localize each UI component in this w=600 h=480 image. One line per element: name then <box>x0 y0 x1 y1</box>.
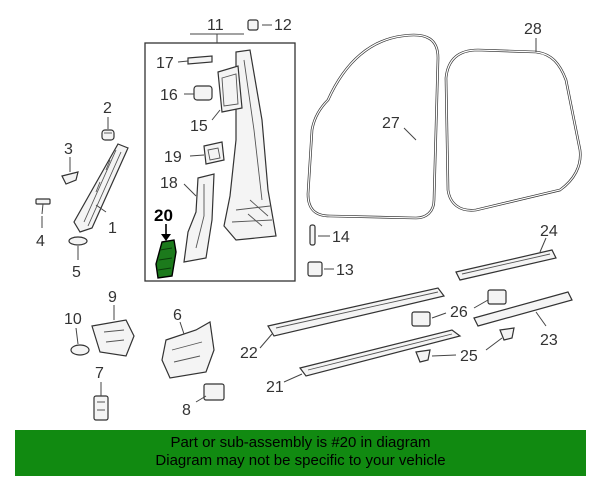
part-27-front-seal <box>306 33 440 220</box>
leader-17 <box>177 60 189 63</box>
leader-25 <box>431 354 457 357</box>
part-12-clip <box>247 19 259 31</box>
leader-23 <box>535 311 547 327</box>
part-23-rear-sill <box>473 291 573 327</box>
callout-9: 9 <box>108 289 117 306</box>
part-9-hinge-cover <box>91 319 135 357</box>
callout-28: 28 <box>524 21 542 38</box>
part-20-highlighted <box>155 239 177 279</box>
part-6-panel <box>161 321 215 379</box>
callout-8: 8 <box>182 402 191 419</box>
callout-3: 3 <box>64 141 73 158</box>
part-15-upper-trim <box>217 65 243 113</box>
callout-17: 17 <box>156 55 174 72</box>
part-8-clip <box>203 383 225 401</box>
callout-7: 7 <box>95 365 104 382</box>
callout-26: 26 <box>450 304 468 321</box>
part-19-cover <box>203 141 225 165</box>
part-3-clip <box>61 171 79 185</box>
leader-19 <box>189 154 205 157</box>
part-10-plug <box>70 344 90 356</box>
callout-24: 24 <box>540 223 558 240</box>
callout-18: 18 <box>160 175 178 192</box>
part-24-rear-sill-trim <box>455 249 557 281</box>
leader-1 <box>95 204 107 213</box>
sub-assembly-box <box>144 42 296 282</box>
banner-line-1: Part or sub-assembly is #20 in diagram <box>170 434 431 451</box>
banner-line-2: Diagram may not be specific to your vehi… <box>155 452 446 469</box>
leader-8 <box>195 395 207 403</box>
callout-23: 23 <box>540 332 558 349</box>
callout-2: 2 <box>103 100 112 117</box>
part-22-sill-trim <box>267 287 446 337</box>
leader-6 <box>179 321 185 335</box>
leader-27 <box>403 127 417 141</box>
part-13-clip <box>307 261 323 277</box>
leader-15 <box>211 109 221 121</box>
callout-21: 21 <box>266 379 284 396</box>
callout-13: 13 <box>336 262 354 279</box>
callout-22: 22 <box>240 345 258 362</box>
leader-21 <box>283 373 303 383</box>
leader-24 <box>539 237 547 253</box>
arrow-head-20 <box>161 234 171 241</box>
part-16-clip <box>193 85 213 101</box>
part-7-bracket <box>93 395 109 421</box>
part-26-clips <box>411 289 507 327</box>
part-25-clips <box>415 327 515 363</box>
callout-19: 19 <box>164 149 182 166</box>
part-18-lower-trim <box>183 173 215 263</box>
callout-25: 25 <box>460 348 478 365</box>
callout-6: 6 <box>173 307 182 324</box>
part-17-clip <box>187 55 213 65</box>
part-4-screw <box>35 198 51 215</box>
callout-1: 1 <box>108 220 117 237</box>
leader-26 <box>431 312 447 319</box>
part-1-a-pillar-trim <box>73 143 129 233</box>
callout-11: 11 <box>207 17 224 34</box>
callout-16: 16 <box>160 87 178 104</box>
callout-10: 10 <box>64 311 82 328</box>
callout-15: 15 <box>190 118 208 135</box>
leader-10 <box>75 327 79 345</box>
callout-20-highlighted: 20 <box>154 206 173 225</box>
callout-27: 27 <box>382 115 400 132</box>
callout-5: 5 <box>72 264 81 281</box>
callout-14: 14 <box>332 229 350 246</box>
part-2-clip <box>101 129 115 141</box>
part-14-pin <box>309 224 316 246</box>
leader-22 <box>259 333 273 349</box>
part-21-sill-plate <box>298 329 462 377</box>
callout-12: 12 <box>274 17 292 34</box>
highlight-banner: Part or sub-assembly is #20 in diagram D… <box>15 430 586 476</box>
leader-25b <box>485 337 503 351</box>
callout-4: 4 <box>36 233 45 250</box>
leader-18 <box>183 183 197 197</box>
part-28-rear-seal <box>444 48 582 212</box>
part-5-plug <box>68 236 88 246</box>
leader-26b <box>473 299 489 309</box>
